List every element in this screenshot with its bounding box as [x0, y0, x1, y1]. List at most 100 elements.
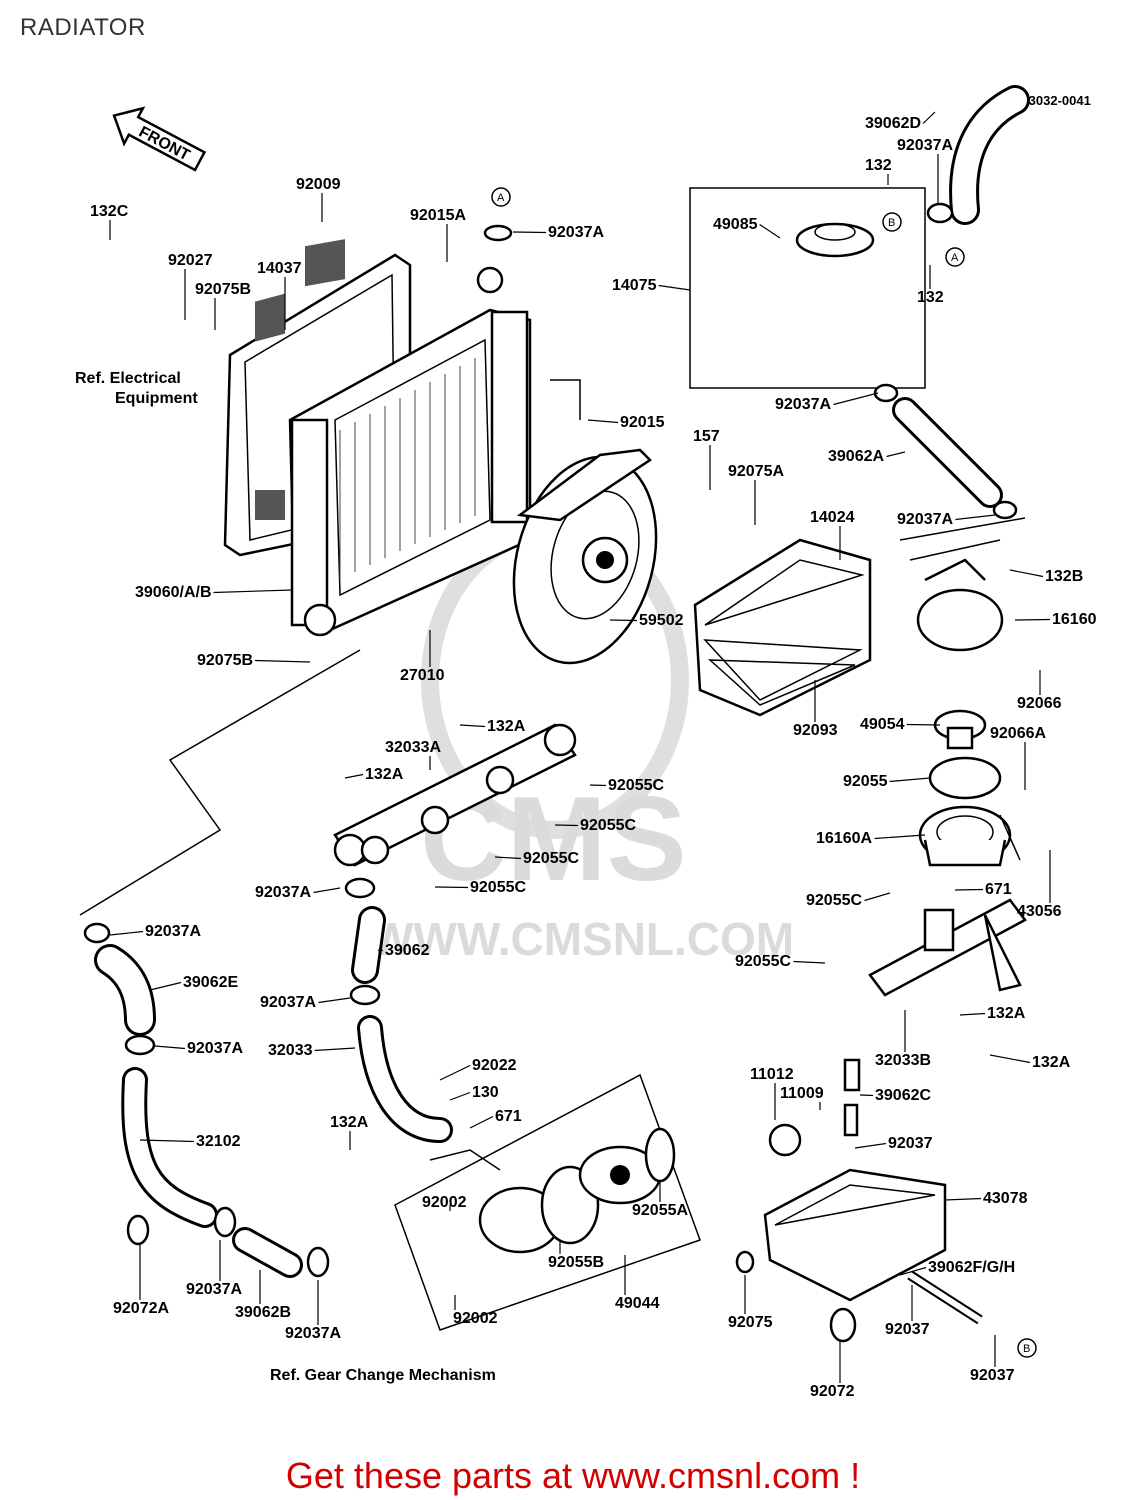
- leader-line: [609, 619, 638, 622]
- callout-92055c: 92055C: [523, 850, 579, 867]
- pipe-32033: [357, 1015, 453, 1143]
- callout-32033a: 32033A: [385, 739, 441, 756]
- leader-line: [874, 834, 926, 840]
- callout-43056: 43056: [1017, 903, 1062, 920]
- callout-92015: 92015: [620, 414, 665, 431]
- callout-132: 132: [865, 157, 892, 174]
- callout-92072: 92072: [810, 1383, 855, 1400]
- ref-gear-change: Ref. Gear Change Mechanism: [270, 1367, 496, 1384]
- callout-92037a: 92037A: [255, 884, 311, 901]
- callout-92037: 92037: [885, 1321, 930, 1338]
- leader-line: [1009, 569, 1044, 578]
- callout-32033: 32033: [268, 1042, 313, 1059]
- leader-line: [439, 1064, 471, 1081]
- leader-line: [886, 451, 906, 458]
- callout-92037a: 92037A: [145, 923, 201, 940]
- callout-132a: 132A: [987, 1005, 1026, 1022]
- reservoir-tank-43078: [763, 1058, 983, 1325]
- leader-line: [109, 930, 144, 936]
- ref-electrical-line2: Equipment: [115, 390, 198, 407]
- callout-132a: 132A: [365, 766, 404, 783]
- callout-92037a: 92037A: [548, 224, 604, 241]
- callout-92037a: 92037A: [285, 1325, 341, 1342]
- leader-line: [759, 223, 781, 239]
- hose-clamps: [83, 202, 1018, 1343]
- leader-line: [854, 1142, 887, 1149]
- callout-92009: 92009: [296, 176, 341, 193]
- callout-92055c: 92055C: [608, 777, 664, 794]
- leader-line: [889, 777, 931, 783]
- callout-49085: 49085: [713, 216, 758, 233]
- callout-16160a: 16160A: [816, 830, 872, 847]
- leader-line: [377, 949, 384, 952]
- parts-diagram: CMS WWW.CMSNL.COM E3032-0041 FRONT: [75, 85, 1097, 1400]
- thermostat-49054: [933, 709, 987, 750]
- callout-92037a: 92037A: [186, 1281, 242, 1298]
- hose-39062: [351, 906, 386, 984]
- callout-92055b: 92055B: [548, 1254, 604, 1271]
- callout-92093: 92093: [793, 722, 838, 739]
- callout-92037a: 92037A: [260, 994, 316, 1011]
- callout-59502: 59502: [639, 612, 684, 629]
- leader-line: [459, 724, 486, 728]
- ref-electrical-line1: Ref. Electrical: [75, 370, 181, 387]
- callout-labels: 39062D92037A132490851407513292037A39062A…: [90, 115, 1097, 1400]
- thermostat-housing-16160: [916, 558, 1004, 652]
- radiator-core-39060: [288, 266, 532, 637]
- o-ring-92055: [928, 756, 1002, 800]
- leader-line: [587, 419, 619, 424]
- leader-line: [922, 111, 936, 124]
- water-pump-49044: [394, 1073, 701, 1331]
- leader-line: [589, 784, 607, 787]
- leader-lines: [109, 111, 1051, 1383]
- callout-39062b: 39062B: [235, 1304, 291, 1321]
- callout-92015a: 92015A: [410, 207, 466, 224]
- circle-markers: A B A B: [491, 187, 1037, 1358]
- callout-14037: 14037: [257, 260, 302, 277]
- leader-line: [139, 1139, 195, 1143]
- callout-132c: 132C: [90, 203, 129, 220]
- callout-92022: 92022: [472, 1057, 517, 1074]
- callout-92055c: 92055C: [580, 817, 636, 834]
- thermostat-housing-16160A: [918, 805, 1012, 867]
- leader-line: [944, 1197, 982, 1201]
- callout-11009: 11009: [780, 1085, 824, 1102]
- callout-39062c: 39062C: [875, 1087, 931, 1104]
- drawing-code: E3032-0041: [1020, 93, 1091, 108]
- front-arrow-icon: FRONT: [112, 106, 207, 172]
- leader-line: [344, 773, 364, 779]
- leader-line: [959, 1012, 986, 1016]
- callout-671: 671: [495, 1108, 522, 1125]
- callout-132a: 132A: [330, 1114, 369, 1131]
- leader-line: [255, 659, 311, 663]
- leader-line: [313, 887, 341, 894]
- radiator-cover-14024: [693, 538, 872, 717]
- leader-line: [859, 1094, 874, 1097]
- leader-line: [793, 960, 826, 964]
- callout-39062d: 39062D: [865, 115, 921, 132]
- callout-14075: 14075: [612, 277, 657, 294]
- leader-line: [154, 1045, 186, 1050]
- leader-line: [434, 886, 469, 889]
- callout-92037a: 92037A: [187, 1040, 243, 1057]
- callout-92037: 92037: [888, 1135, 933, 1152]
- leader-line: [906, 723, 941, 726]
- callout-39062e: 39062E: [183, 974, 238, 991]
- leader-line: [954, 888, 984, 891]
- callout-92027: 92027: [168, 252, 213, 269]
- callout-92075b: 92075B: [197, 652, 253, 669]
- callout-32033b: 32033B: [875, 1052, 931, 1069]
- hose-39062D: [949, 85, 1030, 225]
- callout-92037a: 92037A: [897, 511, 953, 528]
- pipe-32033A: [333, 723, 577, 867]
- leader-line: [554, 824, 579, 827]
- callout-92055a: 92055A: [632, 1202, 688, 1219]
- leader-line: [494, 856, 522, 860]
- footer-cta[interactable]: Get these parts at www.cmsnl.com !: [285, 1455, 861, 1496]
- callout-92075: 92075: [728, 1314, 773, 1331]
- marker-a-right: A: [951, 252, 959, 264]
- marker-a-top: A: [497, 192, 505, 204]
- hose-39062A: [892, 397, 1003, 508]
- marker-b-bottom: B: [1023, 1343, 1030, 1355]
- hose-32102: [121, 1067, 218, 1228]
